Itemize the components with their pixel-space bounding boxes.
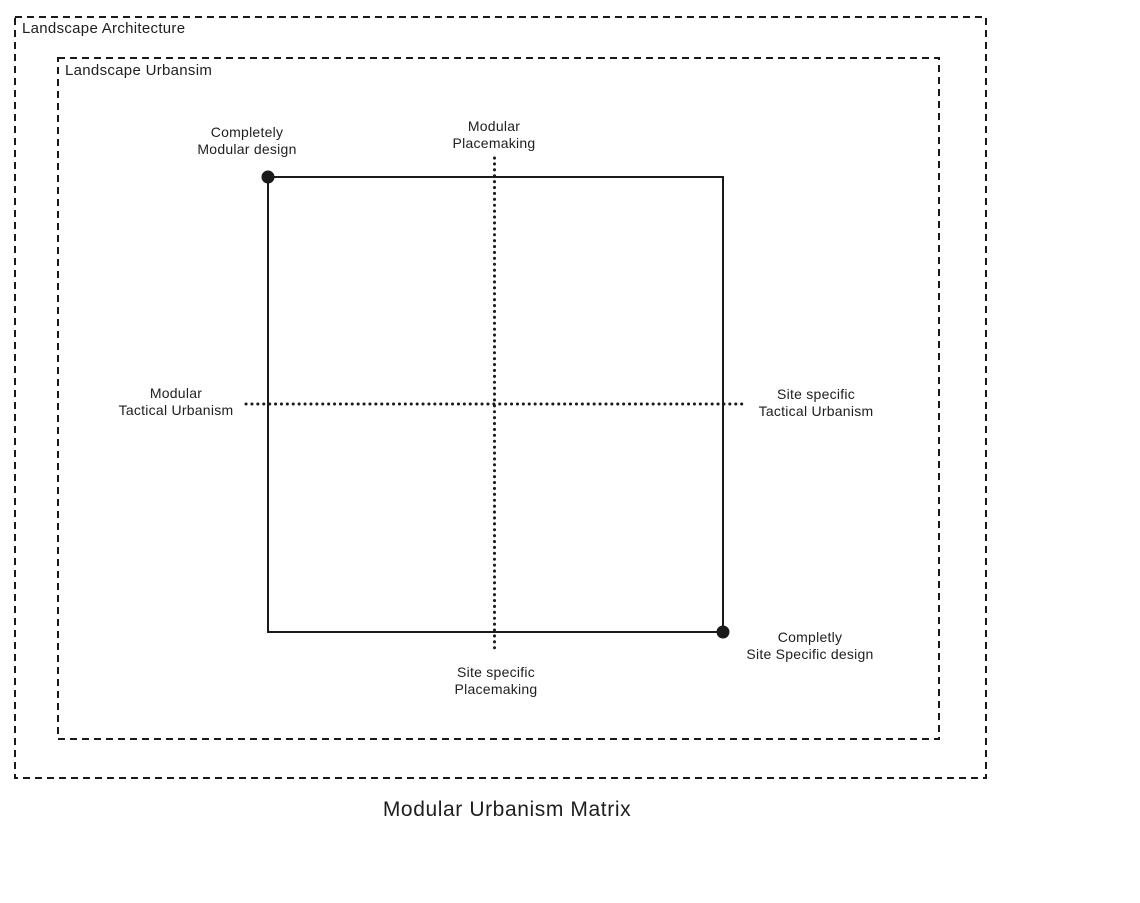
label-site-specific-placemaking: Site specific Placemaking	[454, 664, 538, 697]
corner-dot-bottom-right	[716, 625, 730, 639]
matrix-square	[267, 176, 724, 633]
label-completly-site-specific-design: Completly Site Specific design	[746, 629, 874, 662]
outer-dashed-box	[14, 16, 987, 779]
outer-box-label: Landscape Architecture	[22, 20, 186, 37]
label-modular-placemaking: Modular Placemaking	[452, 118, 536, 151]
label-completely-modular-design: Completely Modular design	[197, 124, 297, 157]
diagram-caption: Modular Urbanism Matrix	[382, 798, 632, 821]
inner-box-label: Landscape Urbansim	[65, 62, 213, 79]
corner-dot-top-left	[261, 170, 275, 184]
label-site-specific-tactical-urbanism: Site specific Tactical Urbanism	[758, 386, 874, 419]
label-modular-tactical-urbanism: Modular Tactical Urbanism	[118, 385, 234, 418]
